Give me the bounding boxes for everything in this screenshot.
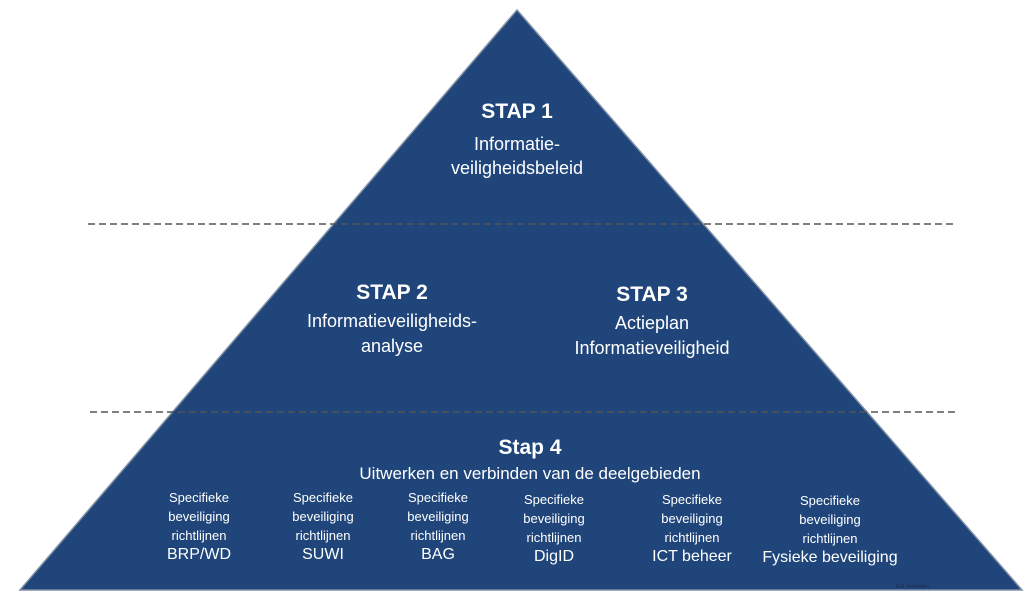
stap1-desc-line1: Informatie- bbox=[473, 134, 561, 154]
area-name: ICT beheer bbox=[652, 548, 732, 565]
area-brp-wd: Specifieke beveiliging richtlijnen BRP/W… bbox=[139, 488, 259, 565]
stap3-desc-line2: Informatieveiligheid bbox=[574, 338, 730, 358]
area-line2: beveiliging bbox=[292, 509, 354, 524]
area-digid: Specifieke beveiliging richtlijnen DigID bbox=[494, 490, 614, 567]
area-name: BAG bbox=[421, 546, 455, 563]
stap2-desc-line2: analyse bbox=[360, 336, 424, 356]
area-line3: richtlijnen bbox=[410, 528, 466, 543]
area-line2: beveiliging bbox=[523, 511, 585, 526]
area-line1: Specifieke bbox=[293, 490, 353, 505]
stap2-desc-line1: Informatieveiligheids- bbox=[306, 311, 478, 331]
area-line1: Specifieke bbox=[524, 492, 584, 507]
area-line2: beveiliging bbox=[407, 509, 469, 524]
stap4-desc: Uitwerken en verbinden van de deelgebied… bbox=[359, 464, 701, 483]
stap2-title: STAP 2 bbox=[356, 281, 428, 304]
stap1-desc-line2: veiligheidsbeleid bbox=[450, 158, 584, 178]
area-line2: beveiliging bbox=[661, 511, 723, 526]
stap1-title: STAP 1 bbox=[481, 100, 553, 123]
area-line2: beveiliging bbox=[168, 509, 230, 524]
area-name: SUWI bbox=[302, 546, 344, 563]
stap3-desc-line1: Actieplan bbox=[614, 313, 690, 333]
area-suwi: Specifieke beveiliging richtlijnen SUWI bbox=[263, 488, 383, 565]
area-line3: richtlijnen bbox=[664, 530, 720, 545]
area-ict-beheer: Specifieke beveiliging richtlijnen ICT b… bbox=[632, 490, 752, 567]
area-name: DigID bbox=[533, 548, 574, 565]
stap3-title: STAP 3 bbox=[616, 283, 688, 306]
area-line1: Specifieke bbox=[169, 490, 229, 505]
area-line1: Specifieke bbox=[662, 492, 722, 507]
area-fysieke-beveiliging: Specifieke beveiliging richtlijnen Fysie… bbox=[750, 491, 910, 568]
pyramid-triangle bbox=[18, 8, 1024, 591]
area-line1: Specifieke bbox=[800, 493, 860, 508]
area-line3: richtlijnen bbox=[295, 528, 351, 543]
area-line2: beveiliging bbox=[799, 512, 861, 527]
area-name: BRP/WD bbox=[167, 546, 231, 563]
area-bag: Specifieke beveiliging richtlijnen BAG bbox=[378, 488, 498, 565]
area-line3: richtlijnen bbox=[171, 528, 227, 543]
area-line3: richtlijnen bbox=[802, 531, 858, 546]
area-name: Fysieke beveiliging bbox=[762, 549, 898, 566]
area-line3: richtlijnen bbox=[526, 530, 582, 545]
stap4-title: Stap 4 bbox=[498, 436, 562, 459]
area-line1: Specifieke bbox=[408, 490, 468, 505]
author-credit: Erik Verstraten bbox=[896, 584, 929, 590]
